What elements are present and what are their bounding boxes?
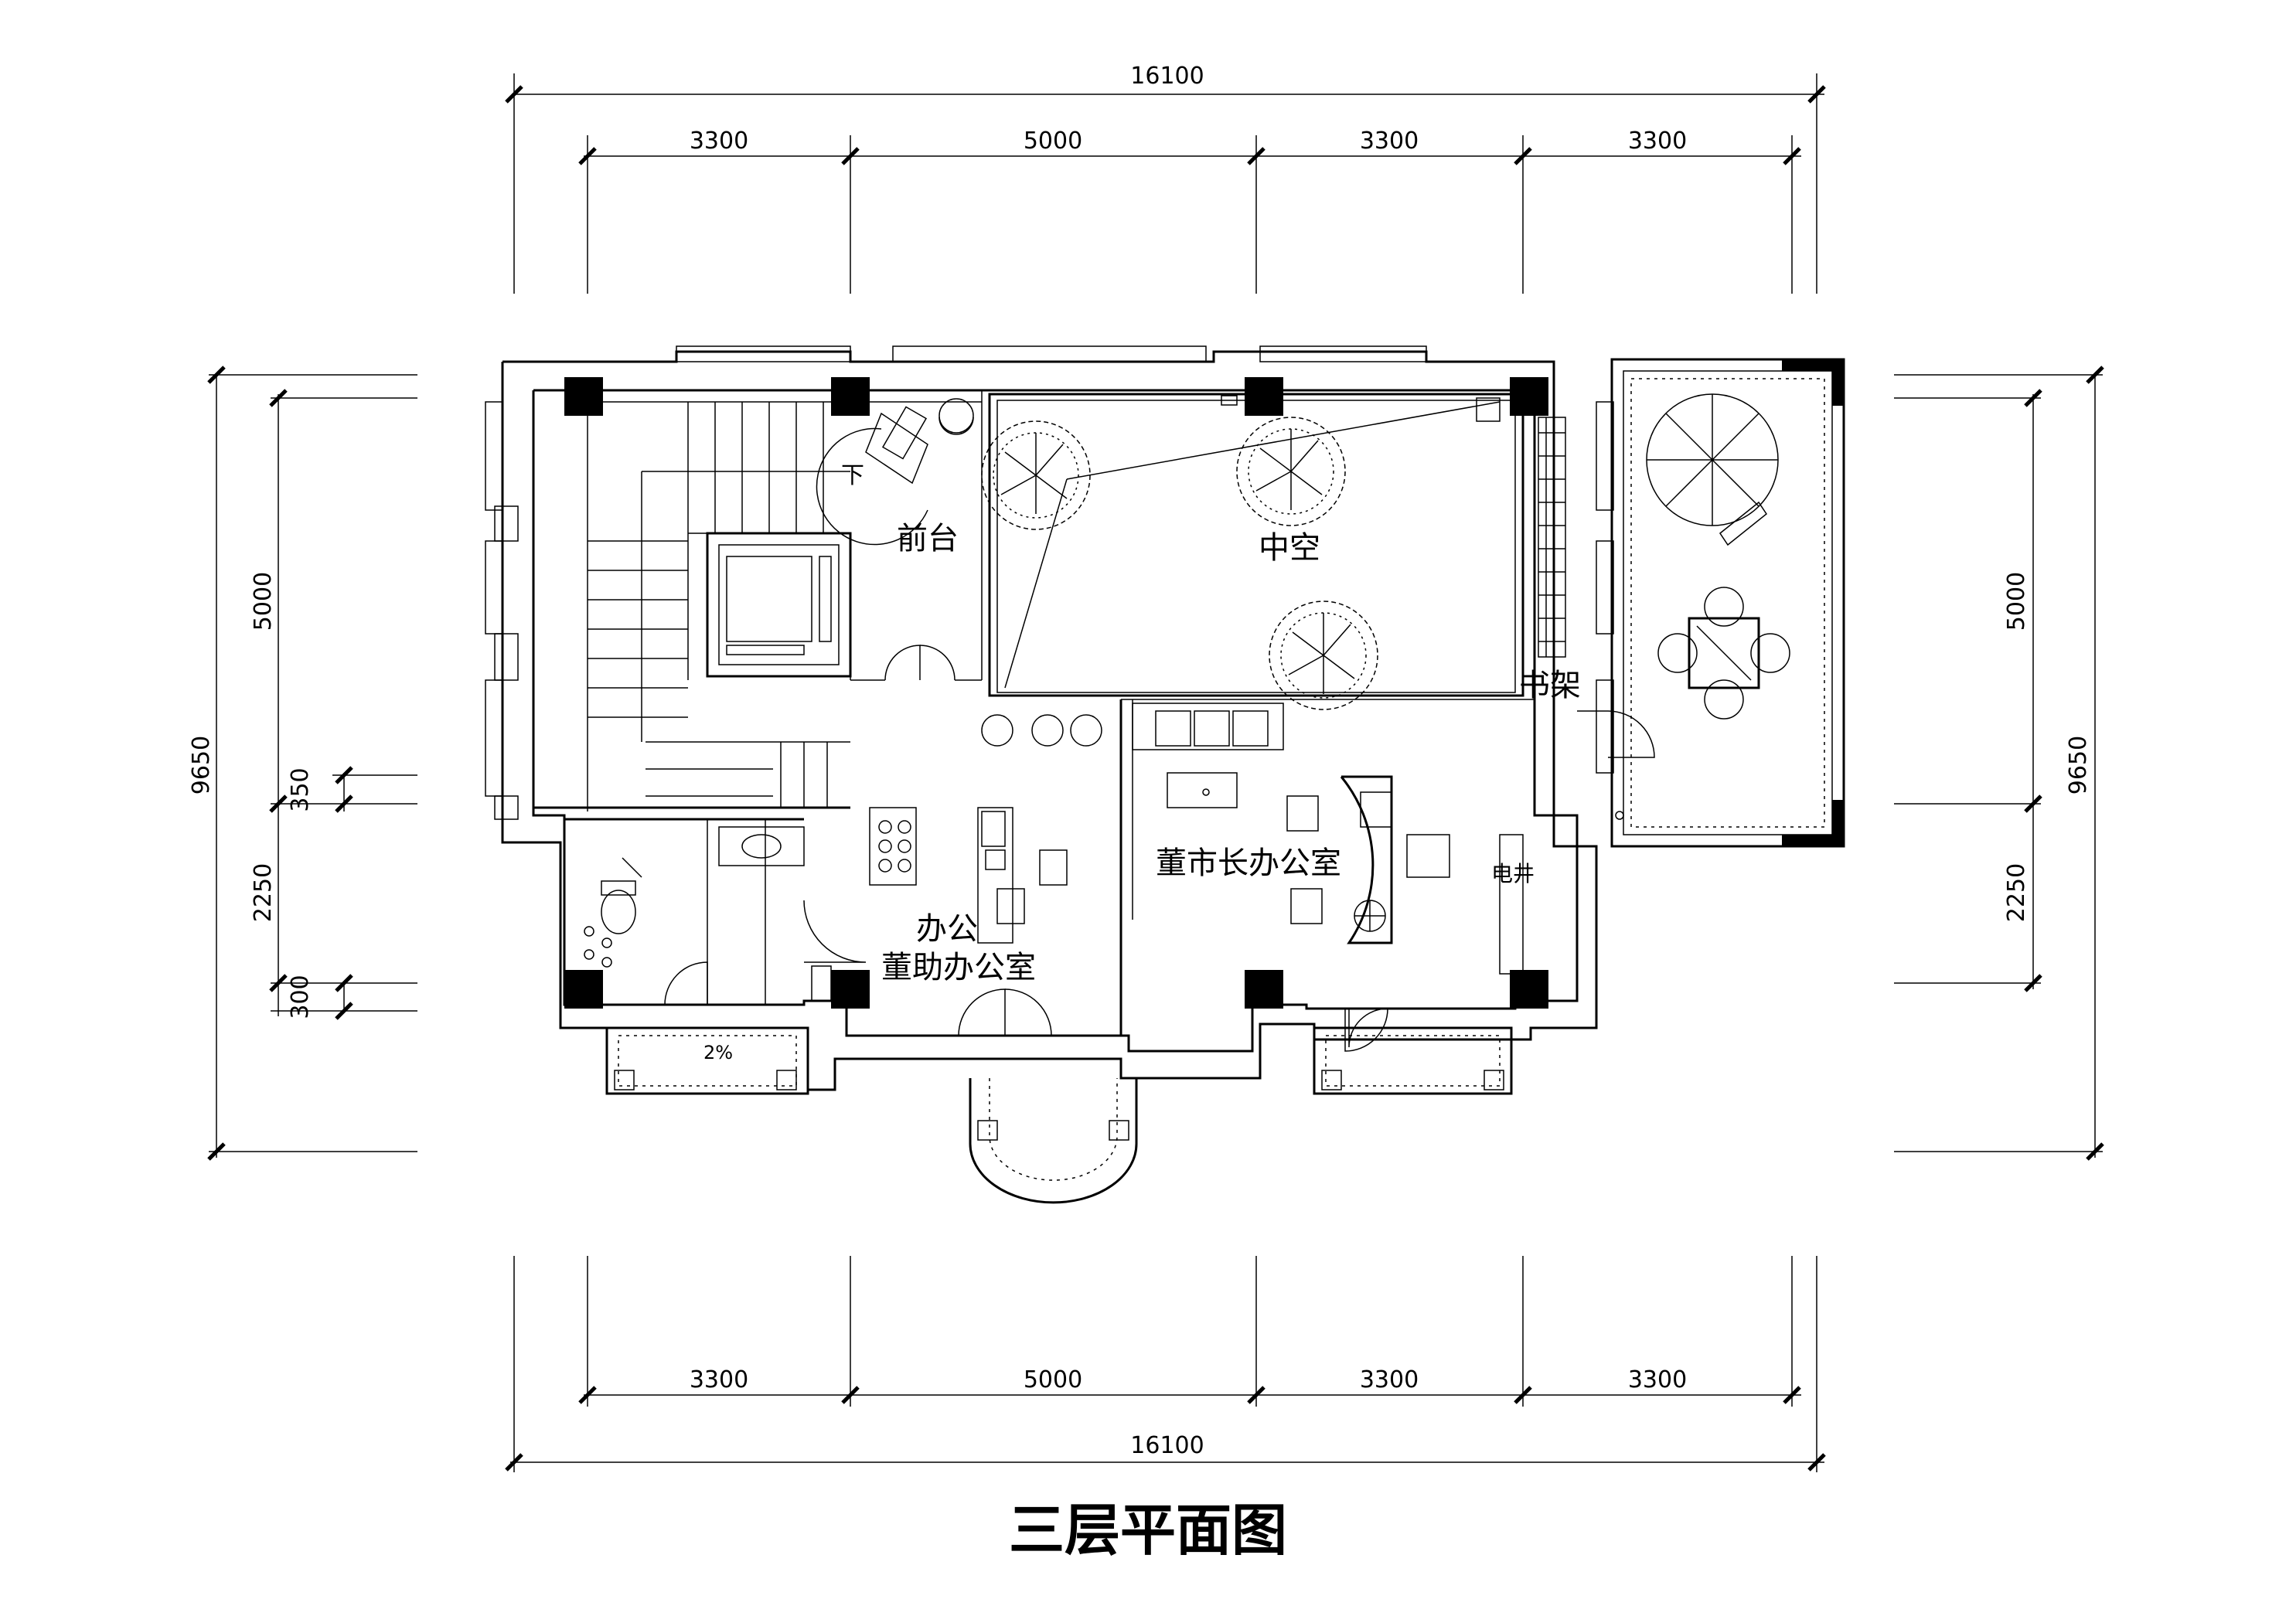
left-dimensions: 9650 5000 350 2250 300 [188, 366, 417, 1161]
balcony-center [969, 1078, 1138, 1204]
bottom-seg-3-label: 3300 [1360, 1366, 1419, 1393]
plant-icon-2 [1236, 417, 1346, 526]
top-total-label: 16100 [1130, 63, 1204, 90]
stairs-down-label: 下 [841, 462, 864, 489]
top-dimensions: 16100 3300 5000 3300 3300 [505, 63, 1826, 294]
column [1245, 377, 1283, 416]
umbrella-icon [1646, 393, 1779, 546]
top-seg-3-label: 3300 [1360, 128, 1419, 155]
right-dimensions: 9650 5000 2250 [1894, 366, 2104, 1161]
right-total-label: 9650 [2065, 736, 2092, 794]
elevator [706, 532, 852, 680]
bottom-seg-1-label: 3300 [690, 1366, 748, 1393]
terrace [1577, 358, 1845, 848]
left-seg-2-label: 350 [287, 767, 314, 812]
bottom-dimensions: 3300 5000 3300 3300 16100 [505, 1256, 1826, 1472]
column [564, 377, 603, 416]
slope-label: 2% [703, 1042, 733, 1063]
column [831, 970, 870, 1009]
atrium: 中空 [988, 393, 1524, 697]
exterior-walls [485, 345, 1614, 1091]
column [1245, 970, 1283, 1009]
bottom-seg-2-label: 5000 [1024, 1366, 1082, 1393]
assistant-office: 办公 董助办公室 [869, 714, 1102, 1036]
bookshelf-label: 书架 [1519, 668, 1581, 703]
chairman-office-label: 董市长办公室 [1156, 846, 1341, 881]
bookshelf: 书架 [1519, 417, 1581, 703]
left-seg-3-label: 2250 [250, 863, 277, 922]
top-seg-4-label: 3300 [1628, 128, 1687, 155]
electric-shaft-label: 电井 [1491, 861, 1535, 886]
plant-icon-1 [981, 420, 1091, 530]
balcony-right [1313, 1008, 1513, 1095]
right-seg-1-label: 5000 [2003, 572, 2030, 631]
column [564, 970, 603, 1009]
column [1510, 970, 1548, 1009]
right-seg-2-label: 2250 [2003, 863, 2030, 922]
column [831, 377, 870, 416]
reception-area: 下 前台 [816, 390, 983, 681]
staircase [533, 401, 850, 812]
top-seg-1-label: 3300 [690, 128, 748, 155]
column [1510, 377, 1548, 416]
bottom-seg-4-label: 3300 [1628, 1366, 1687, 1393]
left-seg-1-label: 5000 [250, 572, 277, 631]
assistant-office-label: 董助办公室 [881, 950, 1036, 985]
reception-label: 前台 [897, 521, 959, 556]
top-seg-2-label: 5000 [1024, 128, 1082, 155]
structural-columns [564, 377, 1548, 1009]
balcony-left [605, 1026, 809, 1095]
drawing-title: 三层平面图 [1009, 1498, 1287, 1563]
office-tag-label: 办公 [916, 911, 978, 947]
atrium-label: 中空 [1259, 530, 1320, 566]
left-seg-4-label: 300 [287, 975, 314, 1019]
chairman-office: 董市长办公室 电井 [1119, 699, 1535, 1048]
bathroom: 2% [564, 818, 867, 1063]
bottom-total-label: 16100 [1130, 1432, 1204, 1459]
plant-icon-3 [1269, 601, 1378, 710]
dining-table-icon [1657, 587, 1790, 720]
left-total-label: 9650 [188, 736, 215, 794]
